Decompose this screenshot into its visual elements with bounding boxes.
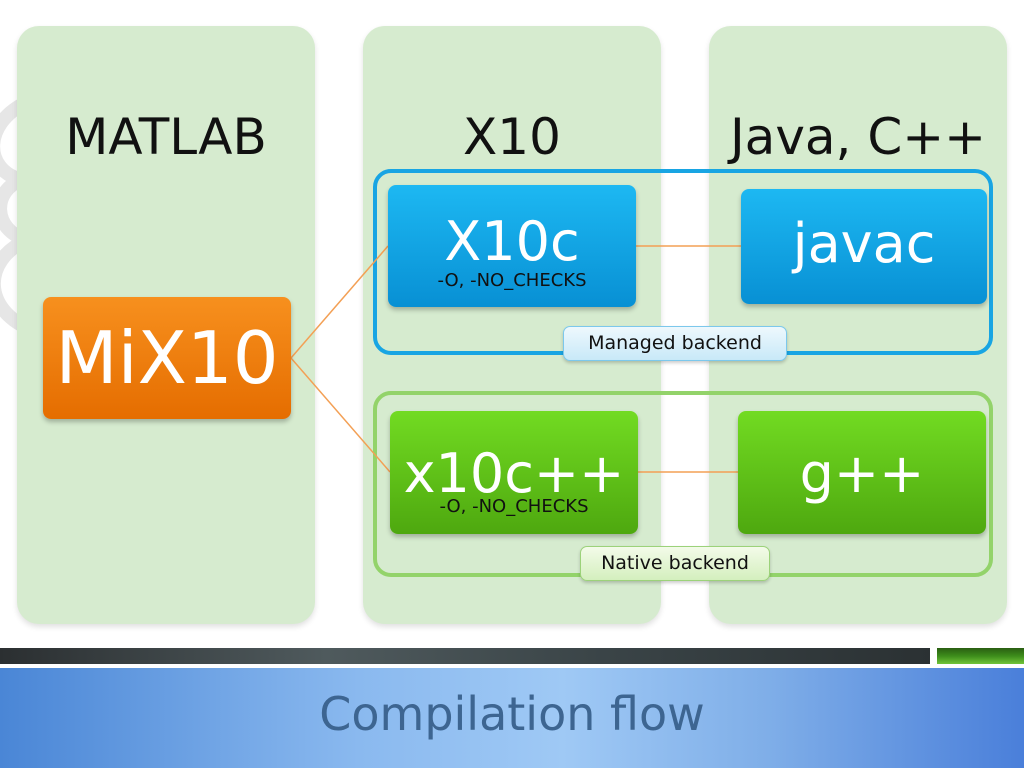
managed-backend-label: Managed backend <box>563 326 787 361</box>
column-title-x10: X10 <box>463 108 561 166</box>
column-title-matlab: MATLAB <box>65 108 267 166</box>
x10cpp-flags: -O, -NO_CHECKS <box>439 496 589 517</box>
mix10-label: MiX10 <box>55 316 279 400</box>
title-banner: Compilation flow <box>0 668 1024 768</box>
x10c-flags: -O, -NO_CHECKS <box>437 270 587 291</box>
decorative-swirl <box>0 93 42 337</box>
x10c-box: X10c -O, -NO_CHECKS <box>388 185 636 307</box>
mix10-box: MiX10 <box>43 297 291 419</box>
connector-mix10-to-x10c <box>290 245 389 359</box>
connector-mix10-to-x10cpp <box>290 357 391 473</box>
gpp-box: g++ <box>738 411 986 534</box>
native-backend-label: Native backend <box>580 546 770 581</box>
x10c-label: X10c <box>444 210 580 273</box>
slide-title: Compilation flow <box>319 687 705 741</box>
javac-box: javac <box>741 189 987 304</box>
gpp-label: g++ <box>799 442 925 505</box>
column-title-java-cpp: Java, C++ <box>729 108 987 166</box>
x10cpp-box: x10c++ -O, -NO_CHECKS <box>390 411 638 534</box>
footer-green-accent <box>937 648 1024 664</box>
javac-label: javac <box>792 212 936 275</box>
footer-dark-strip <box>0 648 930 664</box>
x10cpp-label: x10c++ <box>403 442 625 505</box>
